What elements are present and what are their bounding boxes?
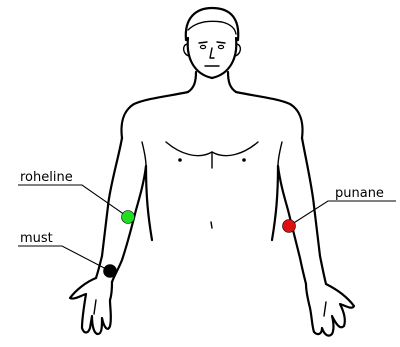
red-leader (289, 201, 396, 226)
black-leader (18, 246, 110, 271)
left-hand (70, 278, 112, 334)
left-arm (96, 138, 146, 282)
torso-details (166, 142, 258, 228)
right-hand (306, 284, 354, 336)
label-red: punane (335, 186, 384, 201)
red-electrode (283, 220, 296, 233)
right-arm (278, 138, 326, 284)
label-black: must (20, 231, 53, 246)
head (184, 8, 241, 78)
green-electrode (122, 211, 135, 224)
neck (188, 72, 236, 92)
label-green: roheline (20, 170, 73, 185)
black-electrode (104, 265, 117, 278)
